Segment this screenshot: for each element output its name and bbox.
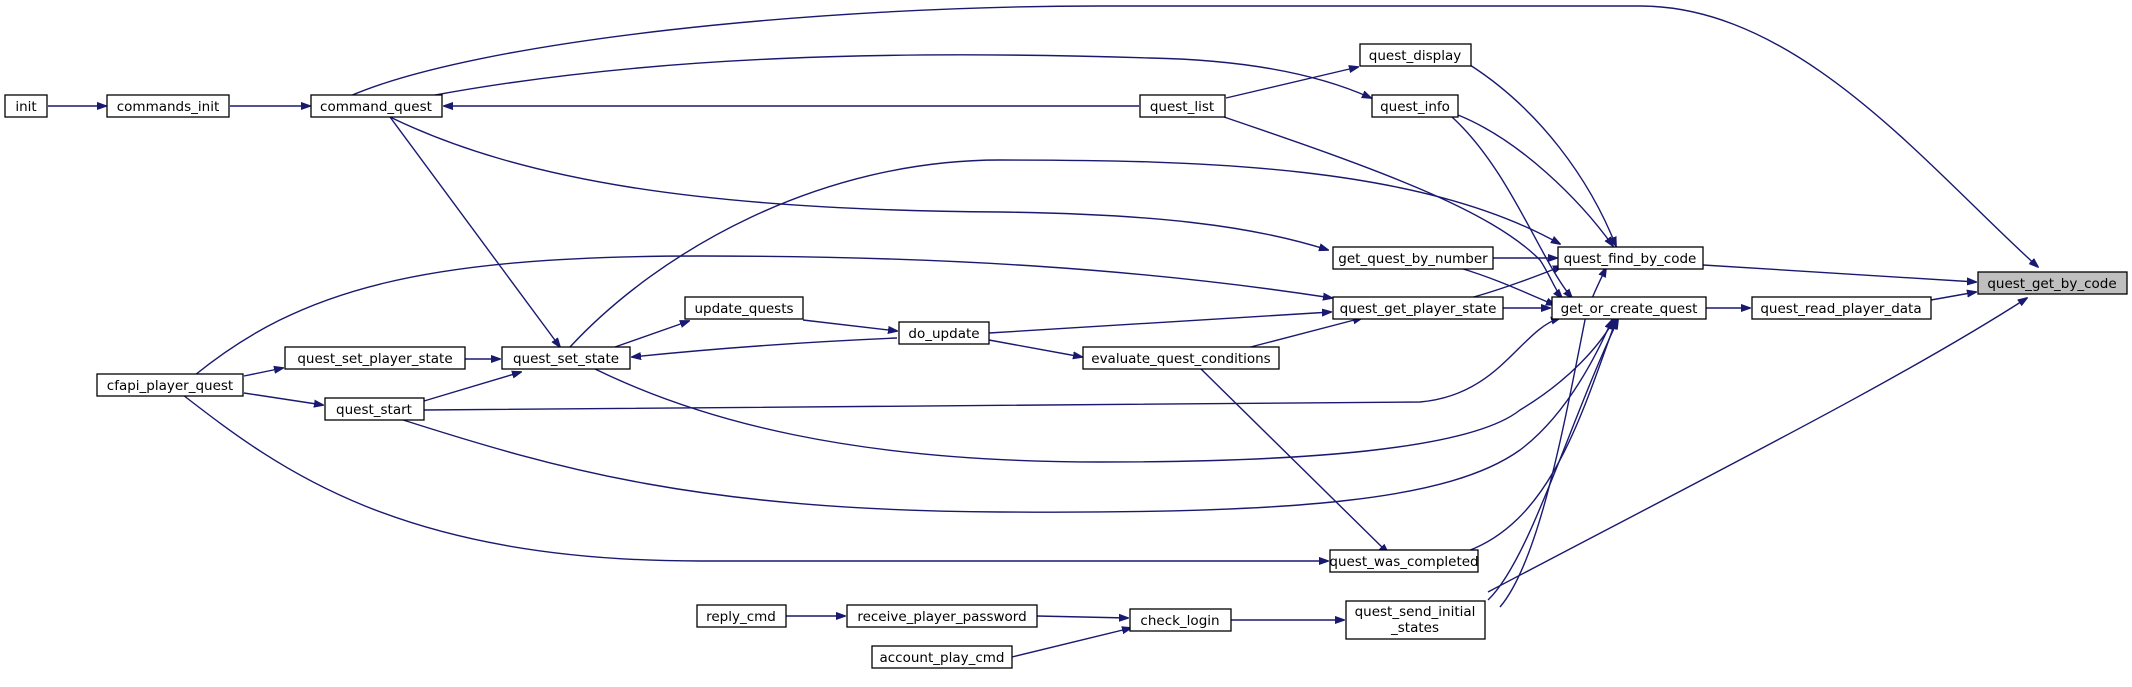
node-commands-init[interactable]: commands_init: [106, 94, 230, 118]
node-label: get_quest_by_number: [1338, 251, 1488, 267]
node-label-line2: _states: [1390, 620, 1439, 636]
node-label: quest_set_player_state: [297, 351, 452, 367]
edge-quest-display-to-quest-find-by-code: [1469, 64, 1616, 246]
node-label: quest_find_by_code: [1564, 251, 1697, 267]
node-label: quest_display: [1369, 48, 1461, 64]
node-label-line1: quest_send_initial: [1355, 604, 1476, 620]
edge-do-update-to-quest-set-state: [632, 337, 898, 357]
edge-quest-find-by-code-to-quest-get-by-code: [1702, 264, 1976, 282]
edge-update-quests-to-do-update: [802, 319, 897, 331]
edge-command-quest-to-quest-info: [429, 54, 1371, 98]
node-label: commands_init: [117, 99, 220, 115]
edge-cfapi-player-quest-to-quest-was-completed: [182, 394, 1328, 561]
node-check-login[interactable]: check_login: [1129, 608, 1232, 632]
node-get-quest-by-number[interactable]: get_quest_by_number: [1332, 246, 1494, 270]
node-quest-find-by-code[interactable]: quest_find_by_code: [1557, 246, 1704, 270]
edge-command-quest-to-get-quest-by-number: [389, 116, 1328, 250]
node-label: quest_info: [1380, 99, 1450, 115]
edge-do-update-to-quest-get-player-state: [988, 312, 1331, 334]
edge-evaluate-quest-conditions-to-quest-was-completed: [1199, 367, 1388, 553]
edge-cfapi-player-quest-to-quest-set-player-state: [243, 368, 283, 377]
edge-quest-read-player-data-to-quest-get-by-code: [1930, 292, 1976, 301]
node-reply-cmd[interactable]: reply_cmd: [696, 604, 787, 628]
node-do-update[interactable]: do_update: [898, 321, 990, 345]
node-label: quest_start: [336, 402, 412, 418]
edge-quest-info-to-get-or-create-quest: [1451, 116, 1572, 298]
edge-evaluate-quest-conditions-to-quest-get-player-state: [1242, 318, 1362, 350]
node-label: command_quest: [320, 99, 432, 115]
node-evaluate-quest-conditions[interactable]: evaluate_quest_conditions: [1082, 346, 1280, 370]
edge-account-play-cmd-to-check-login: [1011, 628, 1131, 658]
edge-receive-player-password-to-check-login: [1036, 616, 1128, 618]
edge-quest-set-state-to-get-or-create-quest: [594, 320, 1614, 463]
node-label: init: [15, 99, 36, 115]
node-label: cfapi_player_quest: [107, 378, 233, 394]
node-label: quest_list: [1150, 99, 1214, 115]
node-label: quest_get_by_code: [1987, 276, 2116, 292]
node-label: quest_read_player_data: [1760, 301, 1921, 317]
node-label: quest_get_player_state: [1340, 301, 1497, 317]
node-quest-set-player-state[interactable]: quest_set_player_state: [284, 346, 466, 370]
edge-command-quest-to-quest-get-by-code: [349, 5, 2038, 267]
edge-quest-list-to-get-or-create-quest: [1223, 116, 1562, 298]
node-quest-send-initial-states[interactable]: quest_send_initial _states: [1345, 600, 1486, 640]
edge-quest-send-initial-states-to-quest-find-by-code: [1499, 268, 1606, 608]
edge-get-quest-by-number-to-get-or-create-quest: [1459, 267, 1555, 305]
node-label: receive_player_password: [857, 609, 1026, 625]
node-get-or-create-quest[interactable]: get_or_create_quest: [1551, 296, 1707, 320]
node-label: get_or_create_quest: [1561, 301, 1698, 317]
node-label: quest_was_completed: [1329, 554, 1478, 570]
node-cfapi-player-quest[interactable]: cfapi_player_quest: [96, 373, 244, 397]
node-quest-was-completed[interactable]: quest_was_completed: [1329, 549, 1479, 573]
node-update-quests[interactable]: update_quests: [684, 296, 804, 320]
node-label: account_play_cmd: [879, 650, 1004, 666]
edge-quest-start-to-quest-set-state: [423, 372, 521, 402]
node-receive-player-password[interactable]: receive_player_password: [846, 604, 1038, 628]
edge-quest-set-state-to-update-quests: [614, 321, 689, 348]
edge-quest-start-to-get-or-create-quest-a: [423, 318, 1560, 411]
edge-command-quest-to-quest-set-state: [389, 116, 560, 347]
node-account-play-cmd[interactable]: account_play_cmd: [871, 645, 1013, 669]
node-quest-read-player-data[interactable]: quest_read_player_data: [1751, 296, 1932, 320]
node-label: update_quests: [694, 301, 793, 317]
node-quest-info[interactable]: quest_info: [1371, 94, 1459, 118]
edge-quest-list-to-quest-display: [1225, 67, 1358, 99]
edge-quest-get-player-state-to-quest-find-by-code: [1469, 266, 1562, 299]
edge-quest-send-initial-states-to-quest-get-by-code: [1487, 298, 2027, 593]
node-quest-start[interactable]: quest_start: [324, 397, 425, 421]
node-quest-list[interactable]: quest_list: [1139, 94, 1226, 118]
edge-cfapi-player-quest-to-quest-get-player-state: [194, 255, 1332, 376]
edge-quest-was-completed-to-get-or-create-quest: [1467, 320, 1616, 552]
edges: [48, 5, 2038, 658]
node-label: do_update: [908, 326, 979, 342]
node-label: check_login: [1140, 613, 1219, 629]
node-init[interactable]: init: [4, 94, 48, 118]
node-command-quest[interactable]: command_quest: [310, 94, 443, 118]
edge-cfapi-player-quest-to-quest-start: [243, 392, 323, 405]
node-quest-set-state[interactable]: quest_set_state: [501, 346, 631, 370]
node-quest-get-player-state[interactable]: quest_get_player_state: [1332, 296, 1504, 320]
node-label: evaluate_quest_conditions: [1091, 351, 1270, 367]
node-label: reply_cmd: [706, 609, 776, 625]
node-label: quest_set_state: [513, 351, 619, 367]
edge-quest-start-to-get-or-create-quest-b: [399, 320, 1612, 513]
edge-do-update-to-evaluate-quest-conditions: [988, 339, 1082, 357]
node-quest-display[interactable]: quest_display: [1359, 43, 1472, 67]
node-quest-get-by-code[interactable]: quest_get_by_code: [1977, 271, 2128, 295]
edge-quest-info-to-quest-find-by-code: [1457, 114, 1613, 246]
